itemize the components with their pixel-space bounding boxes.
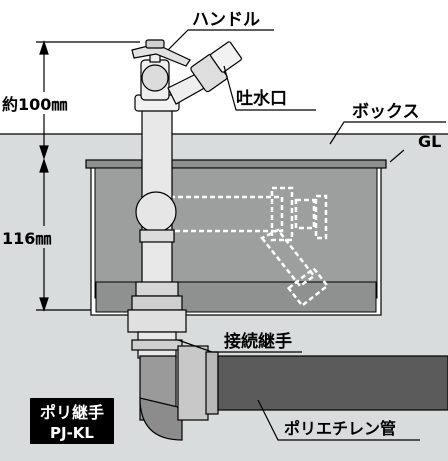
label-box: ボックス bbox=[352, 102, 420, 122]
poly-fitting-tag-line2: PJ-KL bbox=[50, 424, 94, 442]
label-pipe: ポリエチレン管 bbox=[284, 419, 396, 438]
dimension-upper-text: 約100㎜ bbox=[2, 95, 67, 114]
poly-fitting-tag-line1: ポリ継手 bbox=[40, 403, 104, 422]
label-handle: ハンドル bbox=[192, 10, 260, 30]
dimension-lower-text: 116㎜ bbox=[2, 229, 51, 248]
meter-box bbox=[85, 159, 387, 316]
spout bbox=[167, 41, 242, 105]
label-spout: 吐水口 bbox=[236, 88, 287, 109]
leader-lines bbox=[167, 29, 446, 441]
lower-joints bbox=[127, 281, 187, 359]
label-ground-level: GL bbox=[418, 132, 441, 151]
faucet-head bbox=[131, 39, 191, 101]
poly-fitting-tag: ポリ継手 PJ-KL bbox=[30, 398, 114, 444]
poly-elbow-fitting bbox=[139, 345, 219, 441]
dimension-lower bbox=[36, 158, 96, 312]
label-connector: 接続継手 bbox=[224, 331, 292, 352]
dim-upper-bg bbox=[0, 92, 86, 114]
dim-lower-bg bbox=[0, 226, 82, 248]
riser-pipe bbox=[134, 94, 180, 301]
polyethylene-pipe bbox=[217, 355, 448, 411]
